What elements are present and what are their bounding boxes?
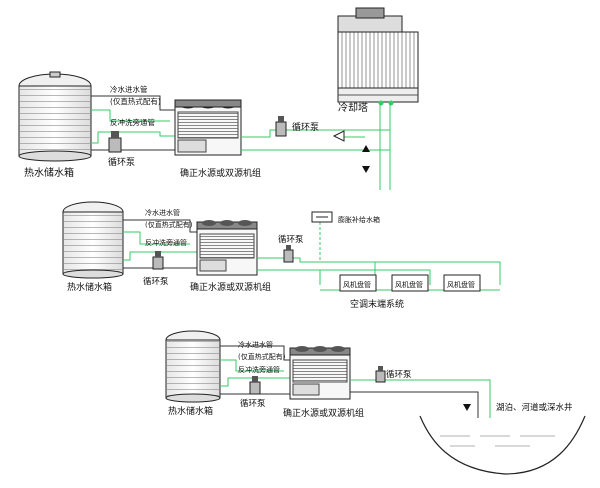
unit-label-2: 确正水源或双源机组 <box>190 281 271 293</box>
fcu-label-3: 风机盘管 <box>447 280 475 289</box>
hot-water-tank-3 <box>165 330 221 403</box>
circulation-pump-3 <box>249 376 261 395</box>
heat-pump-unit-2 <box>196 220 258 276</box>
fcu-label-2: 风机盘管 <box>395 280 423 289</box>
pump2-2 <box>283 245 294 263</box>
hot-water-tank-2 <box>62 201 124 279</box>
pump2-3 <box>375 366 386 383</box>
cooling-tower <box>337 7 419 106</box>
fan-coil-unit-1 <box>339 274 377 292</box>
hot-water-tank-1 <box>18 71 92 162</box>
unit-label-1: 确正水源或双源机组 <box>180 167 261 179</box>
backflush-label-2: 反冲洗旁通管 <box>145 238 187 247</box>
pump-label-3: 循环泵 <box>240 398 266 409</box>
cold-inlet-label-1: 冷水进水管 <box>110 84 148 94</box>
tank-label-2: 热水储水箱 <box>67 281 112 293</box>
fan-coil-unit-2 <box>391 274 429 292</box>
cold-inlet-note-3: (仅直热式配有) <box>238 352 286 361</box>
pump2-label-2: 循环泵 <box>278 234 304 245</box>
unit-label-3: 确正水源或双源机组 <box>283 407 364 419</box>
diagram-cooling-tower-system: 热水储水箱 冷水进水管 (仅直热式配有) 反冲洗旁通管 循环泵 确正水源或双源机… <box>18 7 419 190</box>
circulation-pump-2 <box>152 251 164 270</box>
fan-coil-unit-3 <box>443 274 481 292</box>
heat-pump-unit-1 <box>174 99 242 156</box>
pump2-label-3: 循环泵 <box>386 369 412 380</box>
tank-label-1: 热水储水箱 <box>24 166 74 179</box>
pump2-1 <box>275 116 287 137</box>
terminal-label: 空调末端系统 <box>350 298 404 310</box>
pump-label-2: 循环泵 <box>143 276 169 287</box>
expansion-tank <box>311 211 333 223</box>
expansion-label: 膨胀补给水箱 <box>338 215 380 224</box>
cold-inlet-label-2: 冷水进水管 <box>145 208 180 217</box>
water-body <box>419 415 586 475</box>
water-body-label: 湖泊、河道或深水井 <box>496 402 573 413</box>
pump2-label-1: 循环泵 <box>292 121 319 133</box>
cold-inlet-note-2: (仅直热式配有) <box>145 220 193 229</box>
pipes-tank-to-unit-1 <box>91 95 175 151</box>
diagram-lake-river-well-system: 热水储水箱 冷水进水管 (仅直热式配有) 反冲洗旁通管 循环泵 确正水源或双源机… <box>165 330 586 475</box>
heat-pump-unit-3 <box>289 346 351 400</box>
cold-inlet-label-3: 冷水进水管 <box>238 340 273 349</box>
diagram-air-conditioning-system: 热水储水箱 冷水进水管 (仅直热式配有) 反冲洗旁通管 循环泵 确正水源或双源机… <box>62 201 501 310</box>
filter-valve-1 <box>332 130 345 142</box>
fcu-label-1: 风机盘管 <box>343 280 371 289</box>
tank-label-3: 热水储水箱 <box>168 405 213 417</box>
backflush-label-1: 反冲洗旁通管 <box>110 117 155 127</box>
circulation-pump-1 <box>108 131 122 153</box>
pump-label-1: 循环泵 <box>108 156 135 168</box>
cold-inlet-note-1: (仅直热式配有) <box>110 96 161 106</box>
flow-arrow-2 <box>362 166 370 173</box>
flow-arrow-1 <box>362 145 370 152</box>
tower-label: 冷却塔 <box>338 101 368 114</box>
backflush-label-3: 反冲洗旁通管 <box>238 365 280 374</box>
flow-arrow-3 <box>463 404 471 411</box>
pipes-unit-to-water <box>350 379 491 418</box>
